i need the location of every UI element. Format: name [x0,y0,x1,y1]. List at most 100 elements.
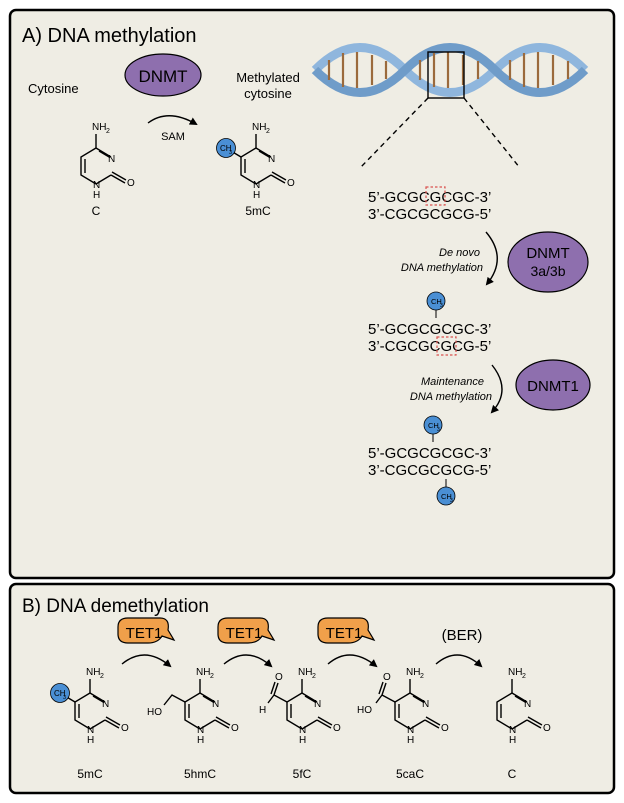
svg-text:H: H [259,705,266,716]
svg-text:O: O [383,672,391,683]
methyl-marker-seq3-top: CH 3 [423,415,443,442]
ber-label: (BER) [442,627,483,644]
svg-text:O: O [287,178,295,189]
structure-5fc: NH 2 N N H O O H [259,667,341,746]
svg-text:H: H [509,735,516,746]
svg-text:2: 2 [420,673,424,680]
svg-text:N: N [253,180,260,191]
svg-text:N: N [524,699,531,710]
svg-text:3: 3 [450,498,453,504]
dnmt1-label: DNMT1 [527,378,579,395]
panel-a-frame [8,8,616,580]
svg-text:H: H [197,735,204,746]
maintenance-label-2: DNA methylation [410,391,492,403]
tet1-enzyme-2: TET1 [217,617,276,644]
c-caption: C [92,204,101,218]
caption-c: C [508,767,517,781]
svg-text:2: 2 [312,673,316,680]
svg-text:CH: CH [441,492,452,501]
caption-5mc: 5mC [77,767,103,781]
svg-text:2: 2 [100,673,104,680]
de-novo-arrow [485,231,498,286]
svg-text:H: H [407,735,414,746]
svg-text:O: O [441,723,449,734]
svg-text:H: H [253,190,260,201]
dnmt3-label: DNMT [526,245,569,262]
zoom-lines [359,97,521,169]
svg-text:N: N [87,725,94,736]
structure-5mc: NH 2 N N H O CH 3 [50,667,129,746]
svg-text:O: O [275,672,283,683]
svg-text:CH: CH [428,421,439,430]
arrow-5cac-c [435,654,483,668]
o-text: O [127,178,135,189]
tet1-enzyme-3: TET1 [317,617,376,644]
svg-text:2: 2 [522,673,526,680]
svg-text:O: O [231,723,239,734]
arrow-5hmc-5fc [223,654,273,668]
cytosine-label: Cytosine [28,81,79,96]
svg-text:2: 2 [266,128,270,135]
svg-text:HO: HO [357,705,372,716]
maintenance-label: Maintenance [421,376,484,388]
structure-5cac: NH 2 N N H O O HO [357,667,449,746]
tet1-enzyme-1: TET1 [117,617,176,644]
methylcytosine-structure: NH 2 N N H O CH 3 [216,122,295,201]
seq3-bottom: 3’-CGCGCGCG-5’ [368,462,491,479]
n3-text: N [108,154,115,165]
seq1-bottom: 3’-CGCGCGCG-5’ [368,206,491,223]
dnmt-label: DNMT [138,67,187,86]
cpg-highlight-1 [425,186,446,206]
svg-text:O: O [543,723,551,734]
de-novo-label-2: DNA methylation [401,262,483,274]
caption-5fc: 5fC [293,767,312,781]
sam-label: SAM [161,131,185,143]
svg-text:CH: CH [431,297,442,306]
methyl-marker-seq3-bottom: CH 3 [436,479,456,506]
seq2-bottom: 3’-CGCGCGCG-5’ [368,338,491,355]
maintenance-arrow [490,364,503,414]
methylated-label: Methylated [236,70,300,85]
svg-text:O: O [121,723,129,734]
seq2-top: 5’-GCGCGCGC-3’ [368,321,491,338]
arrow-5mc-5hmc [121,654,172,668]
svg-text:NH: NH [86,667,100,678]
svg-text:N: N [102,699,109,710]
nh2-text: NH [92,122,106,133]
svg-text:CH: CH [220,144,232,153]
cytosine-structure: NH 2 N N H O [80,122,135,201]
methyl-marker-seq2: CH 3 [426,291,446,318]
structure-5hmc: NH 2 N N H O HO [147,667,239,746]
svg-text:N: N [314,699,321,710]
5mc-caption: 5mC [245,204,271,218]
svg-text:3: 3 [229,150,232,156]
arrow-5fc-5cac [327,654,378,668]
svg-text:NH: NH [508,667,522,678]
svg-text:TET1: TET1 [326,625,363,642]
dnmt1-enzyme [515,359,591,411]
svg-text:N: N [299,725,306,736]
svg-text:N: N [212,699,219,710]
svg-text:H: H [299,735,306,746]
svg-text:N: N [197,725,204,736]
svg-text:2: 2 [106,128,110,135]
de-novo-label: De novo [439,247,480,259]
methylated-label-2: cytosine [244,86,292,101]
n1-text: N [93,180,100,191]
zoom-box [427,51,465,99]
panel-a-title: A) DNA methylation [22,25,197,47]
caption-5cac: 5caC [396,767,424,781]
seq3-top: 5’-GCGCGCGC-3’ [368,445,491,462]
caption-5hmc: 5hmC [184,767,216,781]
tet1-label: TET1 [126,625,163,642]
sam-arrow [147,115,198,125]
svg-text:NH: NH [298,667,312,678]
dnmt-enzyme [124,53,202,97]
svg-text:H: H [93,190,100,201]
svg-text:N: N [407,725,414,736]
structure-c: NH 2 N N H O [496,667,551,746]
svg-text:2: 2 [210,673,214,680]
methyl-circle [216,138,236,158]
svg-text:NH: NH [406,667,420,678]
